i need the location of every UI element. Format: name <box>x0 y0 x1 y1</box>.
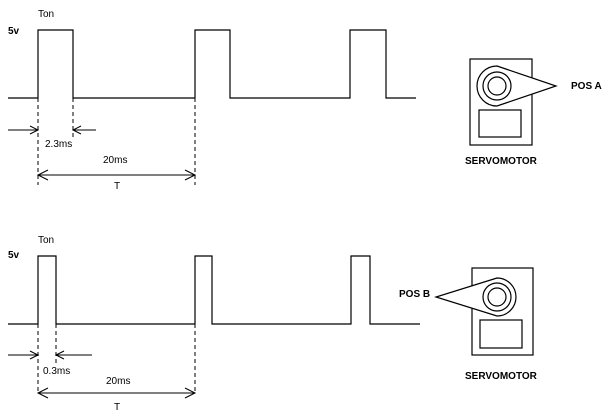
period-symbol-b: T <box>114 402 120 413</box>
period-symbol-a: T <box>114 181 120 192</box>
period-value-label-a: 20ms <box>103 155 127 166</box>
panel-a: Ton 5v 2.3ms 20ms T POS A S <box>8 9 602 192</box>
position-label-b: POS B <box>399 289 430 300</box>
servo-hub-inner-b <box>487 287 507 307</box>
servomotor-a <box>469 58 558 146</box>
servomotor-label-a: SERVOMOTOR <box>465 156 538 167</box>
position-label-a: POS A <box>571 81 602 92</box>
servo-hub-inner-a <box>487 76 507 96</box>
period-value-label-b: 20ms <box>106 376 130 387</box>
servomotor-label-b: SERVOMOTOR <box>465 371 538 382</box>
servomotor-b <box>433 267 534 356</box>
period-dimension-b <box>36 387 197 399</box>
panel-b: Ton 5v 0.3ms 20ms T POS B S <box>8 235 538 413</box>
voltage-label-b: 5v <box>8 250 20 261</box>
servo-window-a <box>478 109 522 138</box>
period-dimension-a <box>36 169 197 181</box>
pwm-waveform-b <box>8 255 420 325</box>
pulse-width-label-b: 0.3ms <box>43 366 70 377</box>
ton-label-a: Ton <box>38 9 54 20</box>
ton-label-b: Ton <box>38 235 54 246</box>
pulse-width-dimension-a <box>8 125 96 135</box>
voltage-label-a: 5v <box>8 26 20 37</box>
servo-window-b <box>479 319 523 349</box>
pulse-width-dimension-b <box>8 350 92 360</box>
pulse-width-label-a: 2.3ms <box>45 139 72 150</box>
pwm-waveform-a <box>8 29 416 99</box>
